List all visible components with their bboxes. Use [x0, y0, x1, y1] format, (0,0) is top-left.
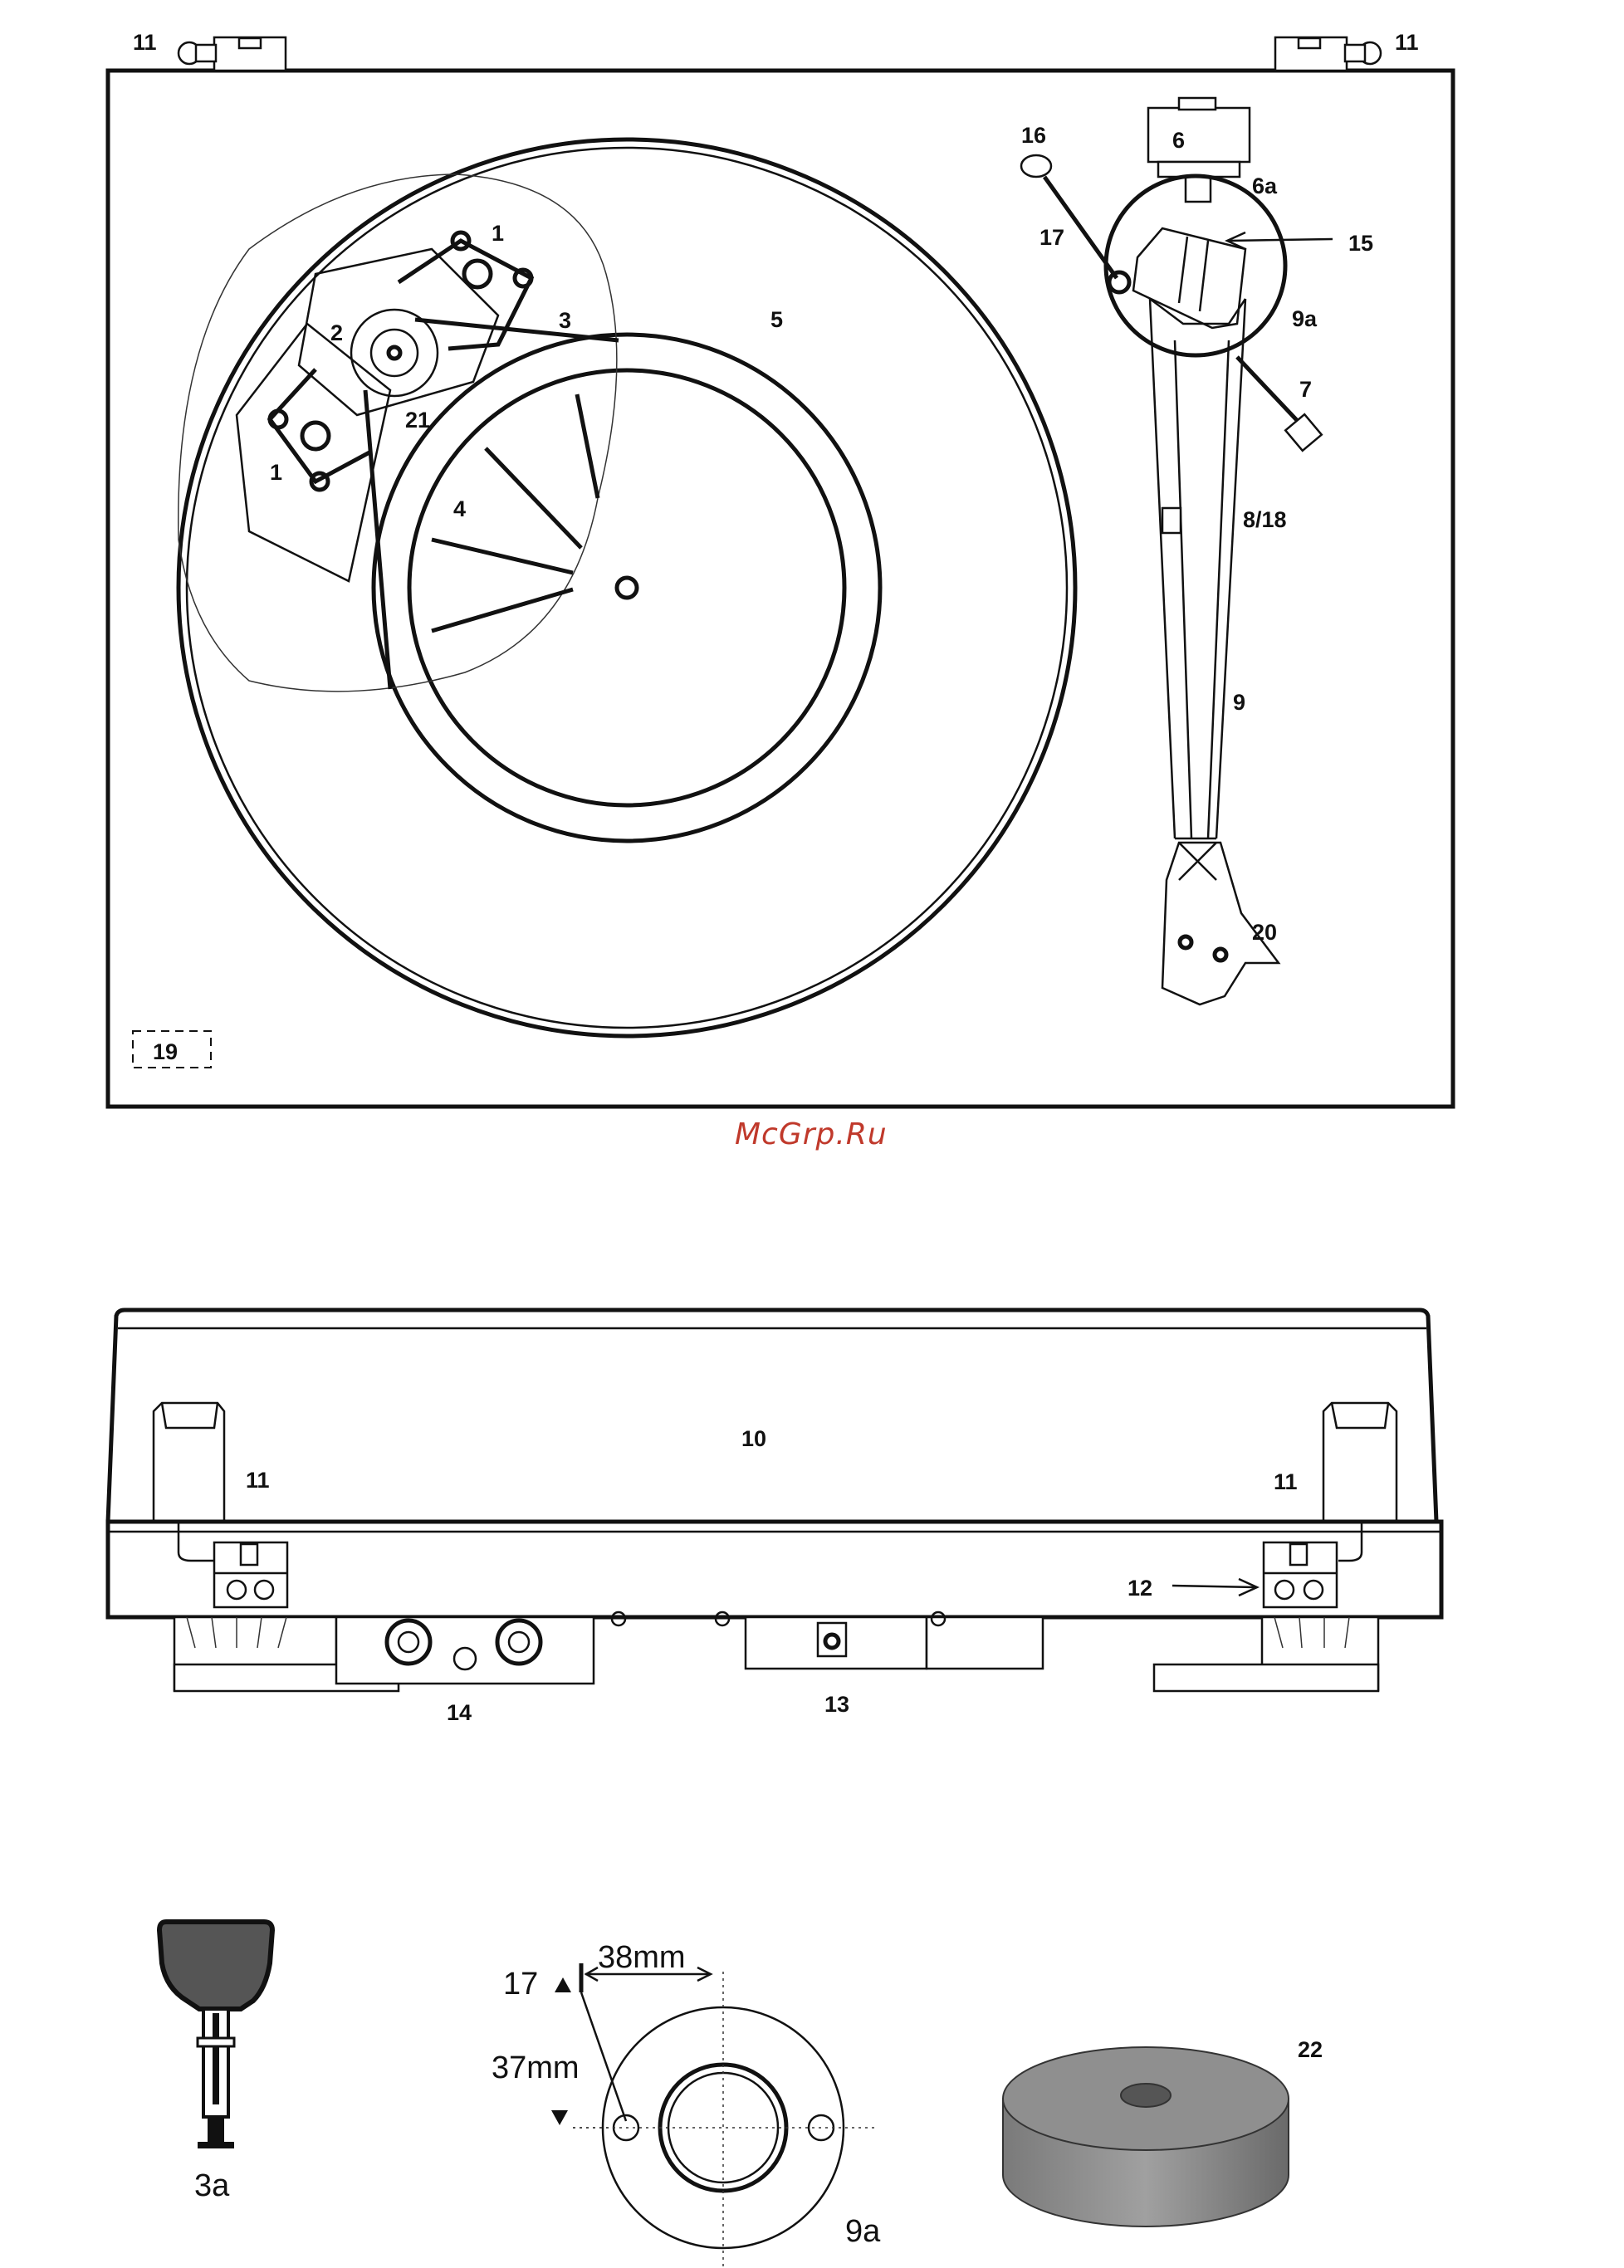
callout-template-arm: 17 [503, 1967, 538, 2002]
callout-counterweight: 6 [1172, 128, 1185, 153]
callout-hinge-right: 11 [1395, 30, 1419, 55]
plinth-outline [108, 71, 1453, 1107]
alignment-template [551, 1963, 876, 2268]
callout-cueing-lever: 7 [1299, 377, 1312, 402]
callout-subplatter: 4 [453, 496, 466, 521]
subplatter-ring [374, 335, 880, 841]
callout-arm-lift: 8/18 [1243, 507, 1287, 532]
hinge-right [1275, 37, 1381, 71]
callout-platter: 5 [770, 307, 783, 332]
subplatter-inner [409, 370, 844, 805]
tonearm-assembly [1021, 98, 1333, 1004]
callout-antiskate-wire: 17 [1039, 225, 1064, 250]
spindle [617, 578, 637, 598]
callout-tonearm-base: 9a [1292, 306, 1318, 331]
accessories: 3a 17 38mm 37mm 9a [159, 1922, 1323, 2268]
callout-power-socket: 13 [824, 1692, 849, 1717]
callout-record-puck: 22 [1298, 2037, 1323, 2062]
hinge-left [179, 37, 286, 71]
dimension-horizontal: 38mm [598, 1940, 686, 1975]
top-view: 11 11 1 1 2 3 4 5 21 6 6a 16 17 15 9a 7 … [108, 30, 1453, 1107]
callout-belt: 3 [559, 308, 571, 333]
callout-belt-tool: 3a [194, 2168, 230, 2203]
callout-motor-mount-bottom: 1 [270, 460, 282, 485]
antiskate-weight [1021, 155, 1051, 177]
counterweight [1148, 108, 1250, 162]
platter [179, 139, 1075, 1036]
callout-rca-outputs: 14 [447, 1700, 472, 1725]
callout-hinge-right-rear: 11 [1274, 1469, 1298, 1494]
callout-hinge-left: 11 [133, 30, 157, 55]
callout-headshell: 20 [1252, 920, 1277, 945]
callout-template-base: 9a [845, 2214, 881, 2249]
platter-inner-edge [187, 148, 1067, 1028]
dustcover [108, 1310, 1436, 1522]
belt-tool [159, 1922, 272, 2148]
rca-panel [336, 1617, 594, 1684]
callout-motor-pulley: 2 [330, 320, 343, 345]
callout-counterweight-ring: 6a [1252, 174, 1278, 198]
arm-lift [1162, 508, 1181, 533]
watermark: McGrp.Ru [735, 1117, 888, 1151]
callout-label-sticker: 19 [153, 1039, 178, 1064]
rear-view: 10 11 11 12 13 14 [108, 1310, 1441, 1725]
callout-antiskate-weight: 16 [1021, 123, 1046, 148]
cutaway-edge [179, 174, 617, 692]
callout-dustcover: 10 [741, 1426, 766, 1451]
tonearm-tube [1150, 299, 1245, 838]
callout-hinge-left-rear: 11 [246, 1468, 270, 1493]
callout-motor: 21 [405, 408, 430, 433]
callout-tonearm: 9 [1233, 690, 1245, 715]
callout-hinge-screw: 12 [1128, 1576, 1152, 1601]
plinth-rear [108, 1522, 1441, 1617]
dimension-vertical: 37mm [492, 2050, 580, 2085]
motor-assembly [237, 232, 531, 581]
callout-vta-screw: 15 [1348, 231, 1373, 256]
callout-motor-mount-top: 1 [492, 221, 504, 246]
record-puck [1003, 2047, 1289, 2226]
